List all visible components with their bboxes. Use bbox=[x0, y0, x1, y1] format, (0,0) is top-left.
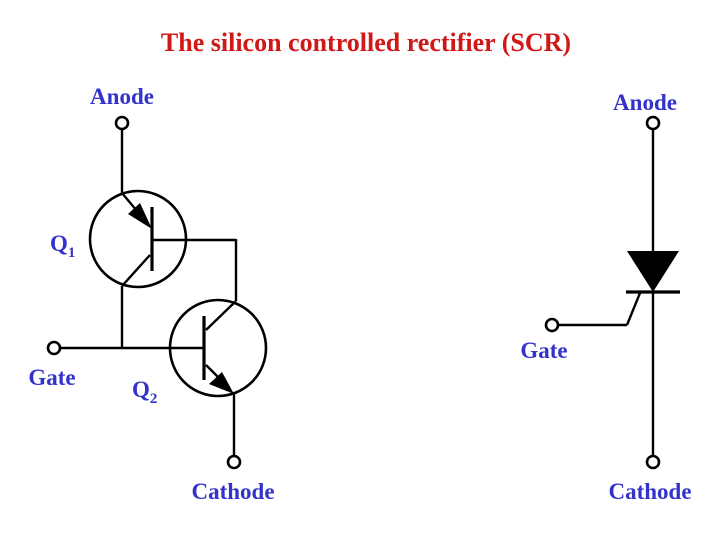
left-gate-terminal bbox=[46, 340, 62, 356]
q1-label: Q1 bbox=[50, 231, 75, 261]
q1-transistor bbox=[88, 189, 236, 289]
left-cathode-terminal bbox=[226, 454, 242, 470]
right-anode-terminal bbox=[645, 115, 661, 131]
left-anode-label: Anode bbox=[90, 84, 154, 109]
q1-emitter-arrow bbox=[128, 203, 152, 229]
q2-body bbox=[168, 298, 268, 398]
q2-emitter-arrow bbox=[209, 372, 234, 394]
right-gate-terminal bbox=[544, 317, 560, 333]
scr-symbol: Anode Cathode Gate bbox=[520, 90, 691, 504]
q2-transistor bbox=[168, 298, 268, 456]
right-gate-label: Gate bbox=[520, 338, 567, 363]
scr-gate-bend bbox=[625, 292, 642, 326]
left-gate-label: Gate bbox=[28, 365, 75, 390]
left-cathode-label: Cathode bbox=[191, 479, 274, 504]
right-anode-label: Anode bbox=[613, 90, 677, 115]
q1-collector bbox=[121, 254, 151, 287]
right-cathode-terminal bbox=[645, 454, 661, 470]
page-title: The silicon controlled rectifier (SCR) bbox=[161, 28, 571, 57]
q2-collector bbox=[205, 300, 237, 331]
left-anode-terminal bbox=[114, 115, 130, 131]
right-cathode-label: Cathode bbox=[608, 479, 691, 504]
q2-label: Q2 bbox=[132, 377, 157, 407]
scr-diode-triangle bbox=[627, 251, 679, 292]
two-transistor-model: Anode Q1 Gate bbox=[28, 84, 274, 504]
